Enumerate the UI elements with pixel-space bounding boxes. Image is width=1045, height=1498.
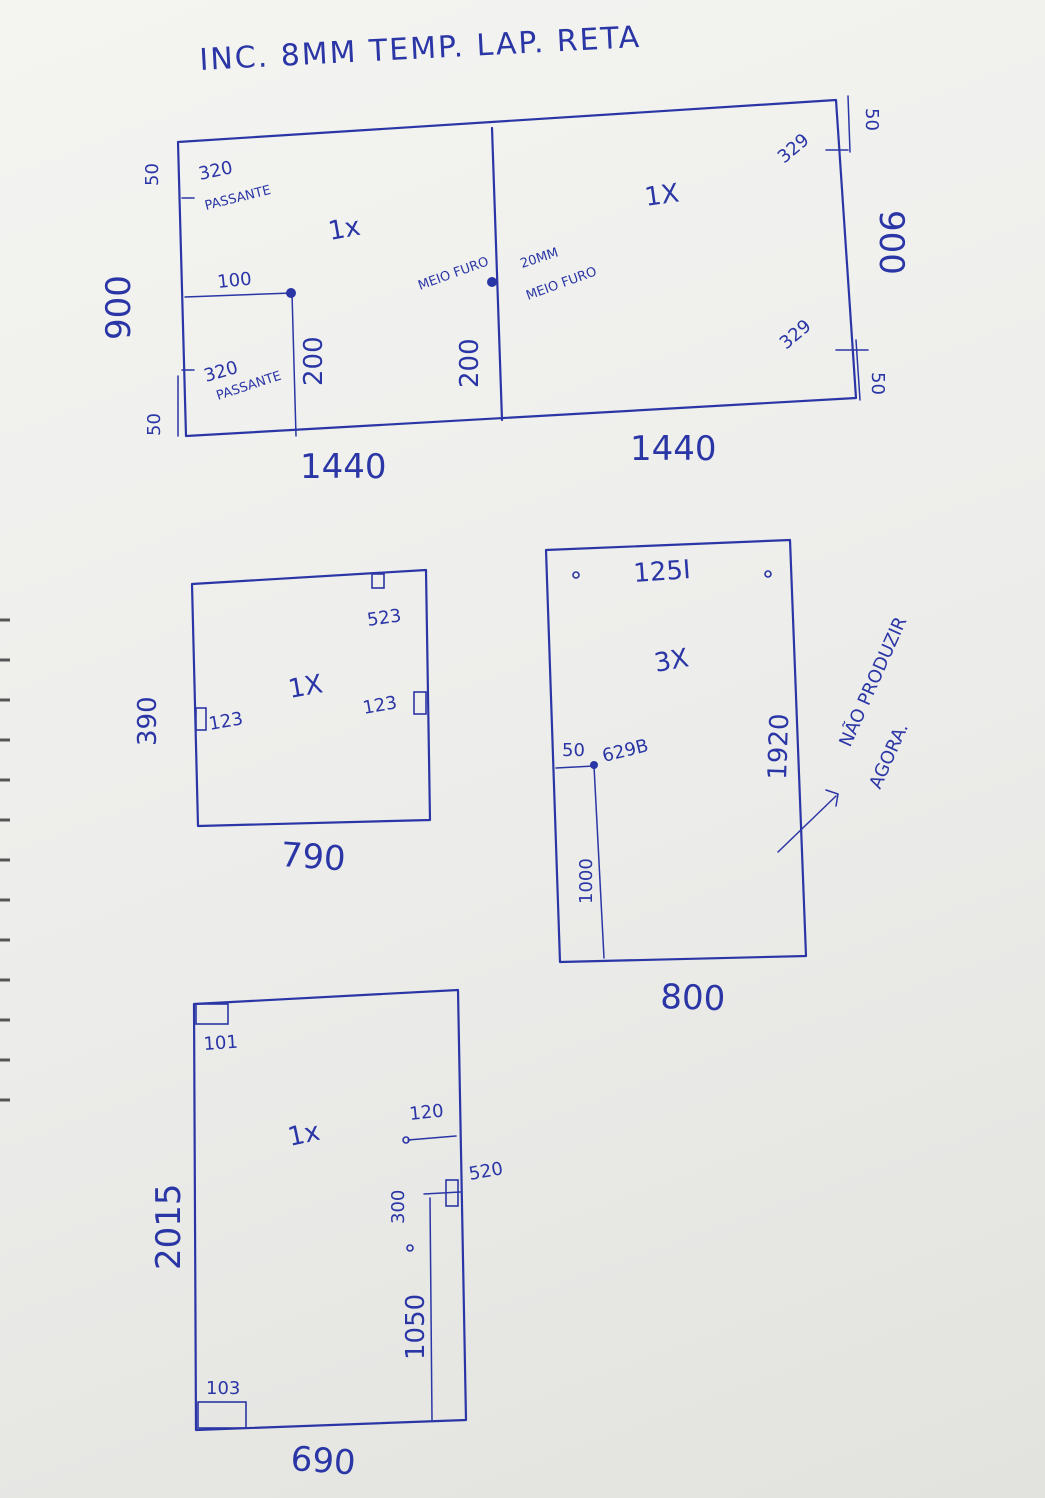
piece-3-height: 1920 bbox=[763, 713, 795, 780]
piece-3-hole bbox=[590, 761, 598, 769]
piece-1-left-hole-line-v bbox=[291, 292, 297, 437]
piece-1-right-bottom-offset: 50 bbox=[867, 372, 888, 395]
piece-1-top-hole-value: 320 bbox=[197, 157, 235, 185]
piece-4-hole-300: 300 bbox=[388, 1190, 409, 1224]
piece-1-left-hole-100: 100 bbox=[216, 268, 252, 292]
piece-1-center-hole bbox=[487, 277, 497, 287]
piece-1-right-qty: 1X bbox=[643, 178, 681, 212]
piece-4-lower-1050: 1050 bbox=[401, 1294, 431, 1360]
piece-1-center-size: 20MM bbox=[519, 245, 561, 271]
piece-1-right-height: 900 bbox=[871, 210, 911, 275]
piece-1-right-bottom-tick bbox=[855, 339, 861, 401]
piece-2-right-notch bbox=[413, 691, 427, 715]
piece-1-top-hole-type: PASSANTE bbox=[203, 183, 272, 214]
piece-4-height: 2015 bbox=[149, 1183, 189, 1270]
piece-3-hole-line-v bbox=[593, 765, 605, 959]
piece-1-left-hole-200: 200 bbox=[299, 336, 329, 386]
page-title: INC. 8MM TEMP. LAP. RETA bbox=[199, 20, 642, 78]
piece-1-left-width: 1440 bbox=[300, 447, 387, 487]
piece-1-left-top-offset: 50 bbox=[142, 163, 163, 186]
piece-3-top-right-hole bbox=[764, 570, 772, 578]
piece-1-double-panel: 1440 1440 900 900 50 50 50 50 320 PASSAN… bbox=[99, 95, 911, 487]
piece-3-note-arrow bbox=[777, 795, 837, 853]
piece-4-width: 690 bbox=[289, 1439, 357, 1483]
piece-3-hole-line-h bbox=[555, 765, 595, 769]
piece-3-outline bbox=[544, 538, 808, 964]
piece-2-top-notch bbox=[371, 573, 385, 589]
piece-1-center-right-note: MEIO FURO bbox=[524, 264, 599, 303]
piece-4-top-hole bbox=[402, 1136, 410, 1144]
piece-3-hole-value: 629B bbox=[600, 735, 650, 767]
piece-1-left-qty: 1x bbox=[326, 212, 363, 247]
piece-3-hole-offset: 50 bbox=[562, 740, 585, 761]
piece-2-top-notch-value: 523 bbox=[366, 605, 403, 631]
piece-1-right-bottom-329: 329 bbox=[776, 316, 816, 354]
piece-4-qty: 1x bbox=[285, 1117, 322, 1153]
piece-2-width: 790 bbox=[279, 835, 347, 879]
piece-2-right-notch-value: 123 bbox=[361, 692, 398, 719]
piece-4-bottom-corner-box bbox=[197, 1401, 247, 1429]
piece-2-left-notch bbox=[195, 707, 207, 731]
piece-4-inner-line bbox=[429, 1197, 433, 1421]
piece-4-top-corner: 101 bbox=[203, 1032, 239, 1055]
piece-3-note-line-2: AGORA. bbox=[865, 720, 912, 792]
piece-4-door-panel: 690 2015 1x 101 103 120 520 300 1050 bbox=[149, 988, 505, 1484]
piece-1-center-hole-200: 200 bbox=[455, 338, 485, 388]
piece-2-height: 390 bbox=[133, 696, 163, 746]
piece-4-bottom-corner: 103 bbox=[206, 1378, 240, 1399]
piece-4-hinge bbox=[445, 1179, 459, 1207]
piece-1-left-height: 900 bbox=[99, 275, 139, 340]
piece-4-outline bbox=[192, 988, 468, 1432]
piece-1-left-bottom-offset: 50 bbox=[144, 413, 165, 436]
piece-4-top-hole-line bbox=[407, 1135, 457, 1141]
piece-1-left-hole bbox=[286, 288, 296, 298]
piece-2-panel: 790 390 1X 523 123 123 bbox=[133, 568, 432, 880]
piece-2-left-notch-value: 123 bbox=[207, 708, 244, 735]
piece-4-hinge-line bbox=[423, 1191, 461, 1195]
piece-4-top-corner-box bbox=[195, 1003, 229, 1025]
piece-3-width: 800 bbox=[660, 977, 726, 1019]
piece-1-outline bbox=[176, 98, 858, 438]
piece-1-right-width: 1440 bbox=[630, 429, 717, 469]
piece-1-left-hole-line-h bbox=[184, 292, 293, 298]
piece-3-lower-height: 1000 bbox=[576, 858, 597, 904]
piece-3-arrow-head bbox=[825, 789, 839, 807]
piece-3-top-label: 125I bbox=[632, 555, 691, 589]
piece-1-divider bbox=[490, 126, 504, 422]
piece-3-qty: 3X bbox=[652, 643, 691, 679]
piece-2-outline bbox=[190, 568, 432, 828]
notebook-margin-marks bbox=[0, 618, 10, 1102]
piece-1-right-top-offset: 50 bbox=[861, 108, 882, 131]
piece-3-tall-panel: 800 1920 3X 125I 50 629B 1000 NÃO PRODUZ… bbox=[544, 538, 913, 1019]
piece-4-mid-hole bbox=[406, 1244, 414, 1252]
piece-4-hinge-520: 520 bbox=[467, 1158, 504, 1185]
piece-1-right-top-329: 329 bbox=[774, 130, 814, 168]
piece-2-qty: 1X bbox=[286, 669, 325, 705]
piece-4-hole-120: 120 bbox=[408, 1100, 444, 1124]
piece-1-center-left-note: MEIO FURO bbox=[416, 254, 491, 293]
piece-3-top-left-hole bbox=[572, 571, 580, 579]
piece-1-right-top-tick bbox=[847, 95, 851, 153]
